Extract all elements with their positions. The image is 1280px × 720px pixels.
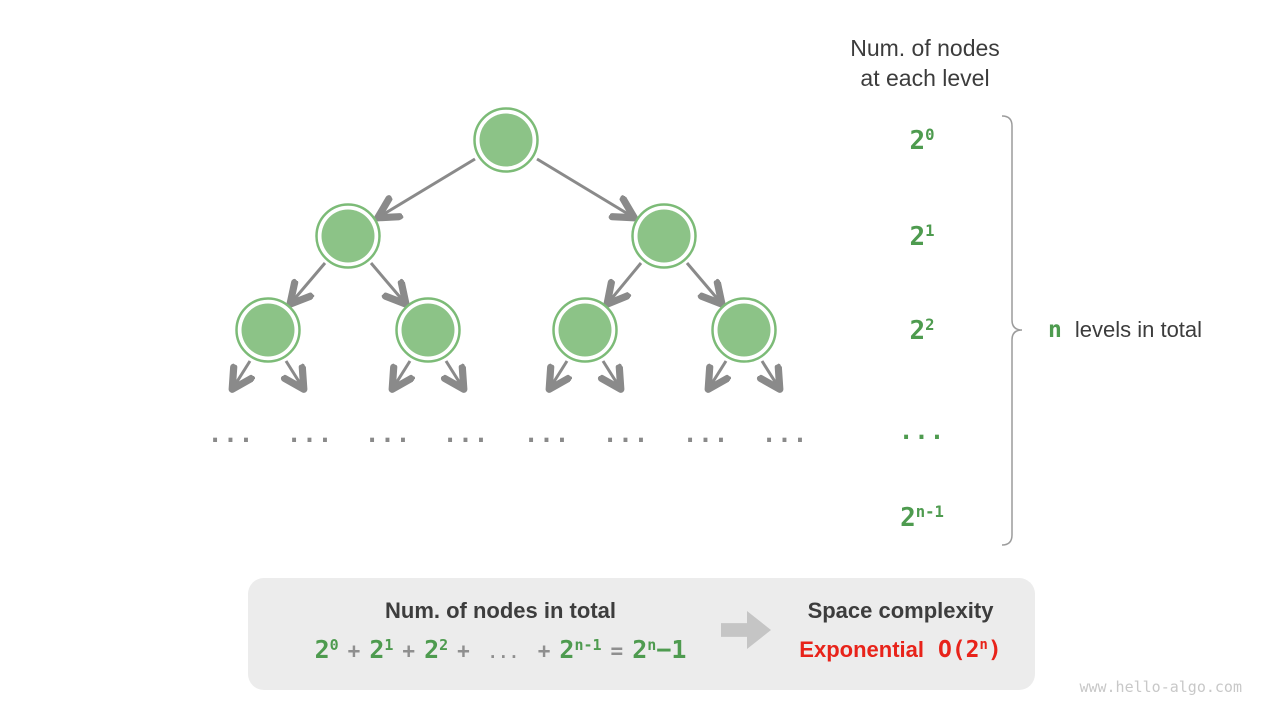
tree-node	[235, 297, 301, 363]
tree-ellipsis: ...	[761, 420, 809, 448]
tree-ellipsis: ...	[207, 420, 255, 448]
tree-edge	[550, 360, 567, 388]
tree-edge	[393, 360, 410, 388]
formula-term: 22	[424, 635, 449, 664]
tree-ellipsis: ...	[682, 420, 730, 448]
ellipsis-operator: ...	[487, 643, 520, 662]
header-line2: at each level	[860, 65, 990, 91]
tree-ellipsis: ...	[286, 420, 334, 448]
plus-operator: +	[402, 639, 416, 663]
complexity-result: Exponential O(2n)	[773, 637, 1028, 663]
tree-edge	[608, 262, 643, 303]
tree-edge	[291, 262, 327, 303]
equals-operator: =	[610, 639, 624, 663]
nodes-total-formula: 20 +21 +22 +... +2n-1 = 2n−1	[248, 635, 753, 664]
header-line1: Num. of nodes	[850, 35, 1000, 61]
tree-edge	[762, 360, 779, 388]
tree-edge	[603, 360, 620, 388]
formula-term: 2n-1	[559, 635, 602, 664]
level-label-2-n-1: 2n-1	[900, 503, 944, 533]
space-complexity-title: Space complexity	[807, 598, 994, 623]
level-label-2-1: 21	[909, 222, 935, 252]
plus-operator: +	[347, 639, 361, 663]
tree-node	[711, 297, 777, 363]
summary-box: Num. of nodes in total 20 +21 +22 +... +2n-1…	[248, 578, 1035, 690]
tree-edge	[233, 360, 250, 388]
tree-edge	[379, 157, 476, 217]
nodes-total-title: Num. of nodes in total	[385, 598, 616, 623]
tree-ellipsis: ...	[364, 420, 412, 448]
formula-term: 21	[369, 635, 394, 664]
plus-operator: +	[537, 639, 551, 663]
nodes-per-level-header: Num. of nodes at each level	[815, 33, 1035, 93]
levels-in-total-label: n levels in total	[1048, 317, 1202, 343]
tree-ellipsis: ...	[602, 420, 650, 448]
plus-operator: +	[457, 639, 470, 663]
level-label-2-2: 22	[909, 316, 935, 346]
complexity-name: Exponential	[799, 637, 924, 662]
big-o-notation: O(2n)	[937, 637, 1002, 663]
level-label-2-0: 20	[909, 126, 935, 156]
tree-edge	[536, 157, 633, 217]
watermark: www.hello-algo.com	[1079, 678, 1242, 696]
level-label-ellipsis: ...	[898, 417, 946, 445]
n-symbol: n	[1048, 317, 1062, 343]
levels-brace	[1001, 115, 1023, 546]
tree-edge	[446, 360, 463, 388]
tree-edge	[685, 262, 721, 303]
tree-ellipsis: ...	[442, 420, 490, 448]
tree-node-root	[473, 107, 539, 173]
tree-node	[631, 203, 697, 269]
tree-edge	[286, 360, 303, 388]
formula-term: 20	[314, 635, 339, 664]
tree-node	[315, 203, 381, 269]
tree-edge	[709, 360, 726, 388]
formula-result: 2n−1	[632, 635, 687, 664]
tree-node	[395, 297, 461, 363]
tree-ellipsis: ...	[523, 420, 571, 448]
levels-in-total-text: levels in total	[1074, 317, 1203, 342]
tree-node	[552, 297, 618, 363]
tree-edge	[369, 262, 405, 303]
